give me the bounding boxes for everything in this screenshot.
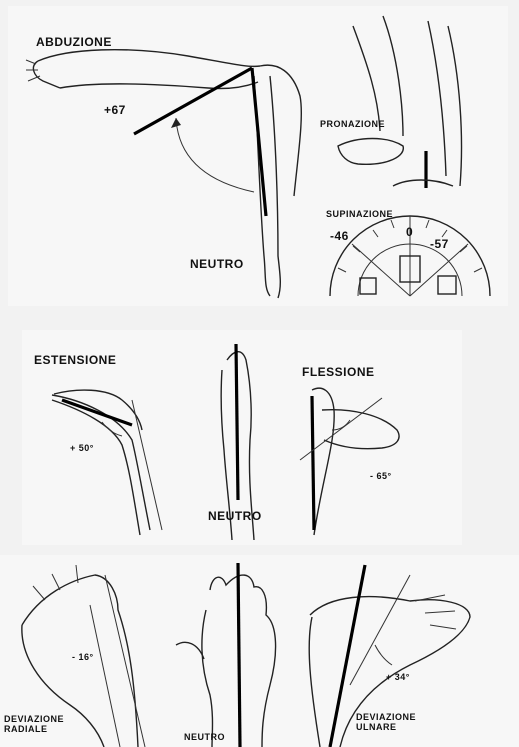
extension-angle: + 50° xyxy=(70,444,94,453)
gauge-right-fist xyxy=(438,276,456,294)
gauge-right-line xyxy=(410,244,468,296)
supinated-hand xyxy=(393,180,453,186)
radial-reference-line xyxy=(105,575,145,747)
arc-arrowhead xyxy=(171,118,181,128)
wrist-flexion-extension-panel: ESTENSIONE + 50° FLESSIONE - 65° NEUTRO xyxy=(22,330,462,545)
gauge-left-line xyxy=(352,244,410,296)
torso-outline xyxy=(260,65,301,196)
ulnar-arc xyxy=(375,645,392,665)
supination-label: SUPINAZIONE xyxy=(326,210,393,219)
abduction-angle: +67 xyxy=(104,104,126,116)
radial-label-line-1: DEVIAZIONE xyxy=(4,715,64,724)
neutral-axis-line xyxy=(238,563,240,747)
ulnar-hand-inner xyxy=(309,617,320,747)
abduction-arc xyxy=(176,118,254,192)
forearm-right-edge xyxy=(383,16,403,136)
gauge-zero-value: 0 xyxy=(406,226,413,238)
radial-axis-line xyxy=(90,605,120,747)
abduction-label: ABDUZIONE xyxy=(36,36,112,48)
neutral-hand-outer xyxy=(210,575,276,747)
wrist-deviation-drawing xyxy=(0,555,519,747)
raised-hand xyxy=(33,61,60,88)
flexion-label: FLESSIONE xyxy=(302,366,375,378)
raised-arm-upper-edge xyxy=(38,50,260,67)
flexion-angle: - 65° xyxy=(370,472,392,481)
neutral-hand-inner xyxy=(202,610,213,747)
goniometer-vertical-arm xyxy=(252,68,266,216)
radial-angle: - 16° xyxy=(72,653,94,662)
extension-goniometer-arm xyxy=(62,400,132,425)
extension-label: ESTENSIONE xyxy=(34,354,116,366)
flexion-vertical-arm xyxy=(312,396,314,530)
forearm-left-edge xyxy=(353,26,380,131)
second-forearm-edge-2 xyxy=(448,26,462,186)
second-forearm-edge xyxy=(428,21,446,176)
neutral-goniometer-arm xyxy=(236,344,238,500)
gauge-right-value: -57 xyxy=(430,238,449,250)
neutral-thumb xyxy=(176,642,204,659)
hanging-arm-inner xyxy=(270,76,280,298)
ulnar-label-line-2: ULNARE xyxy=(356,723,397,732)
wrist-deviation-panel: - 16° DEVIAZIONE RADIALE NEUTRO + 34° DE… xyxy=(0,555,519,747)
ulnar-label-line-1: DEVIAZIONE xyxy=(356,713,416,722)
shoulder-abduction-panel: ABDUZIONE +67 NEUTRO PRONAZIONE SUPINAZI… xyxy=(8,6,508,306)
neutral-label: NEUTRO xyxy=(184,733,225,742)
pronation-label: PRONAZIONE xyxy=(320,120,385,129)
extension-forearm-inner xyxy=(52,400,140,535)
pronated-hand xyxy=(338,139,403,165)
gauge-left-fist xyxy=(360,278,376,294)
neutral-label: NEUTRO xyxy=(190,258,244,270)
ulnar-angle: + 34° xyxy=(386,673,410,682)
neutral-label: NEUTRO xyxy=(208,510,262,522)
radial-label-line-2: RADIALE xyxy=(4,725,48,734)
gauge-left-value: -46 xyxy=(330,230,349,242)
goniometer-angled-arm xyxy=(134,68,252,134)
shoulder-abduction-drawing xyxy=(8,6,508,306)
